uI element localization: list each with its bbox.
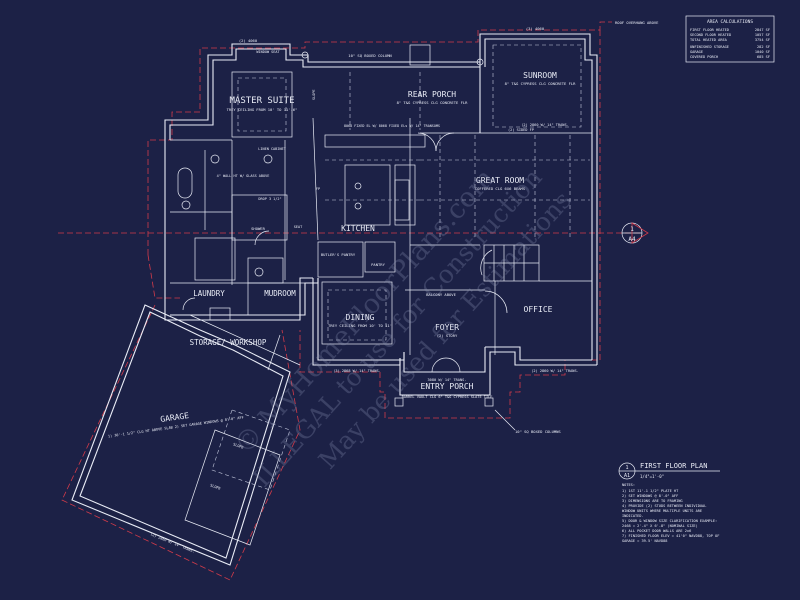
great-room-label: GREAT ROOM bbox=[476, 176, 524, 185]
office-label: OFFICE bbox=[524, 305, 553, 314]
pantry-label: PANTRY bbox=[371, 262, 385, 267]
master-suite-note: TREY CEILING FROM 10' TO 11'-6" bbox=[227, 107, 298, 112]
garage-label: GARAGE bbox=[160, 411, 190, 424]
window-trans-note-3: (2) 2860 W/ 14" TRANS. bbox=[531, 369, 579, 373]
exterior-walls bbox=[164, 33, 598, 396]
drawing-title: FIRST FLOOR PLAN bbox=[640, 462, 707, 470]
two-sided-fp-note: (2) SIDED FP bbox=[508, 128, 534, 132]
section-marker-bottom: A4 bbox=[628, 236, 636, 243]
fp-note: FP bbox=[316, 187, 320, 191]
entry-porch-note: BARREL VAULT CLG 6" T&G CYPRESS SLATE TI… bbox=[402, 395, 493, 399]
note-line: 4) PROVIDE (2) STUDS BETWEEN INDIVIDUAL bbox=[622, 504, 706, 508]
section-marker-top: 1 bbox=[630, 226, 634, 233]
foyer-label: FOYER bbox=[435, 323, 459, 332]
note-line: 6) ALL POCKET DOOR WALLS ARE 2x6 bbox=[622, 529, 691, 533]
area-row-value: 1057 SF bbox=[755, 33, 770, 37]
seat-note: SEAT bbox=[294, 225, 303, 229]
area-row-value: 1040 SF bbox=[755, 50, 770, 54]
roof-overhang-outline bbox=[58, 21, 640, 581]
laundry-label: LAUNDRY bbox=[193, 289, 225, 298]
area-calculations-table: AREA CALCULATIONS FIRST FLOOR HEATED 284… bbox=[685, 15, 775, 63]
slope-note: SLOPE bbox=[312, 89, 316, 100]
slope-note-garage-1: SLOPE bbox=[233, 442, 245, 449]
area-row-value: 2847 SF bbox=[755, 28, 770, 32]
window-seat-note: WINDOW SEAT bbox=[256, 50, 280, 54]
title-circle-bottom: A1 bbox=[624, 473, 630, 479]
note-line: GARAGE = 39.5' NAVD88 bbox=[622, 539, 667, 543]
area-table-title: AREA CALCULATIONS bbox=[707, 19, 753, 25]
area-row-value: 282 SF bbox=[757, 45, 770, 49]
sink-1 bbox=[210, 154, 220, 164]
butlers-pantry-label: BUTLER'S PANTRY bbox=[321, 252, 356, 257]
shower-label: SHOWER bbox=[251, 226, 265, 231]
note-line: INDICATED. bbox=[622, 514, 644, 518]
kitchen-label: KITCHEN bbox=[341, 224, 375, 233]
garage-walls bbox=[71, 304, 301, 566]
master-suite-label: MASTER SUITE bbox=[229, 96, 294, 106]
rear-porch-label: REAR PORCH bbox=[408, 90, 456, 99]
sink-2 bbox=[263, 154, 273, 164]
area-row-label: UNFINISHED STORAGE bbox=[690, 45, 729, 49]
column-note-top: 10" SQ BOXED COLUMN bbox=[348, 53, 392, 58]
ceiling-beams bbox=[237, 44, 590, 341]
note-line: 3) DIMENSIONS ARE TO FRAMING bbox=[622, 499, 683, 503]
drop-note: DROP 3 1/2" bbox=[258, 197, 281, 201]
area-row-label: COVERED PORCH bbox=[690, 55, 718, 59]
linen-cabinet-label: LINEN CABINET bbox=[258, 147, 286, 151]
note-line: 1) 1ST 11'-1 1/2" PLATE HT bbox=[622, 489, 679, 493]
area-row-label: GARAGE bbox=[690, 50, 703, 54]
watermark: © MyHomeFloorPlans.com ILLEGAL to use fo… bbox=[229, 163, 578, 492]
fixtures bbox=[177, 44, 494, 407]
rear-porch-note: 8" T&G CYPRESS CLG CONCRETE FLR bbox=[397, 100, 469, 105]
note-line: 2) SET WINDOWS @ 8'-0" AFF bbox=[622, 494, 678, 498]
area-row-value: 685 SF bbox=[757, 55, 770, 59]
window-trans-note-2: 3080 W/ 14" TRANS. bbox=[428, 378, 467, 382]
laundry-tub bbox=[209, 307, 231, 321]
area-row-label: FIRST FLOOR HEATED bbox=[690, 28, 729, 32]
area-row-value: 3754 SF bbox=[755, 38, 770, 42]
sunroom-note: 8" T&G CYPRESS CLG CONCRETE FLR bbox=[505, 81, 577, 86]
window-trans-note-1: (3) 2868 W/ 14" TRANS. bbox=[333, 369, 381, 373]
area-row-label: TOTAL HEATED AREA bbox=[690, 38, 728, 42]
mudroom-label: MUDROOM bbox=[264, 289, 296, 298]
roof-overhang-note: ROOF OVERHANG ABOVE bbox=[615, 20, 659, 25]
title-circle-top: 1 bbox=[625, 465, 628, 471]
toilet-2 bbox=[254, 267, 264, 277]
window-trans-note-4: (2) 2860 W/ 14" TRANS. bbox=[521, 123, 569, 127]
bathtub bbox=[177, 167, 193, 199]
area-row-label: SECOND FLOOR HEATED bbox=[690, 33, 731, 37]
note-line: WINDOW UNITS WHERE MULTIPLE UNITS ARE bbox=[622, 509, 702, 513]
dining-note: TREY CEILING FROM 10' TO 11' bbox=[328, 323, 392, 328]
sunroom-label: SUNROOM bbox=[523, 71, 557, 80]
toilet-1 bbox=[181, 200, 191, 210]
great-room-note: COFFERED CLG 6X6 BEAMS bbox=[475, 186, 526, 191]
note-line: 5) DOOR & WINDOW SIZE CLARIFICATION EXAM… bbox=[622, 519, 717, 523]
fixed-window-note: 8068 FIXED EL W/ 8068 FIXED ELs W/ 14" T… bbox=[344, 124, 440, 128]
wall-height-note: 4" WALL HT W/ GLASS ABOVE bbox=[217, 174, 270, 178]
notes-title: NOTES: bbox=[622, 483, 635, 487]
entry-porch-label: ENTRY PORCH bbox=[421, 382, 474, 391]
door-swings bbox=[182, 132, 508, 373]
interior-walls bbox=[170, 67, 592, 355]
window-note-1: (2) 4060 bbox=[239, 38, 258, 43]
watermark-line-2: ILLEGAL to use for Construction bbox=[247, 163, 548, 492]
balcony-note: BALCONY ABOVE bbox=[426, 292, 456, 297]
title-block: 1 A1 FIRST FLOOR PLAN 1/4"=1'-0" NOTES: … bbox=[618, 462, 720, 543]
foyer-note: (2) STORY bbox=[437, 333, 458, 338]
chimney bbox=[409, 44, 431, 66]
column-note-bottom: 10" SQ BOXED COLUMNS bbox=[515, 429, 561, 434]
drawing-scale: 1/4"=1'-0" bbox=[640, 474, 664, 479]
window-note-2: (3) 4060 bbox=[526, 26, 545, 31]
section-marker: 1 A4 bbox=[621, 222, 649, 244]
storage-workshop-label: STORAGE/ WORKSHOP bbox=[190, 338, 267, 347]
note-line: 2468 = 2'-4" X 6'-8" (NOMINAL SIZE) bbox=[622, 524, 698, 528]
dining-label: DINING bbox=[346, 313, 375, 322]
note-line: 7) FINISHED FLOOR ELEV = 41'0" NAVD88, T… bbox=[622, 534, 719, 538]
slope-note-garage-2: SLOPE bbox=[210, 483, 222, 490]
